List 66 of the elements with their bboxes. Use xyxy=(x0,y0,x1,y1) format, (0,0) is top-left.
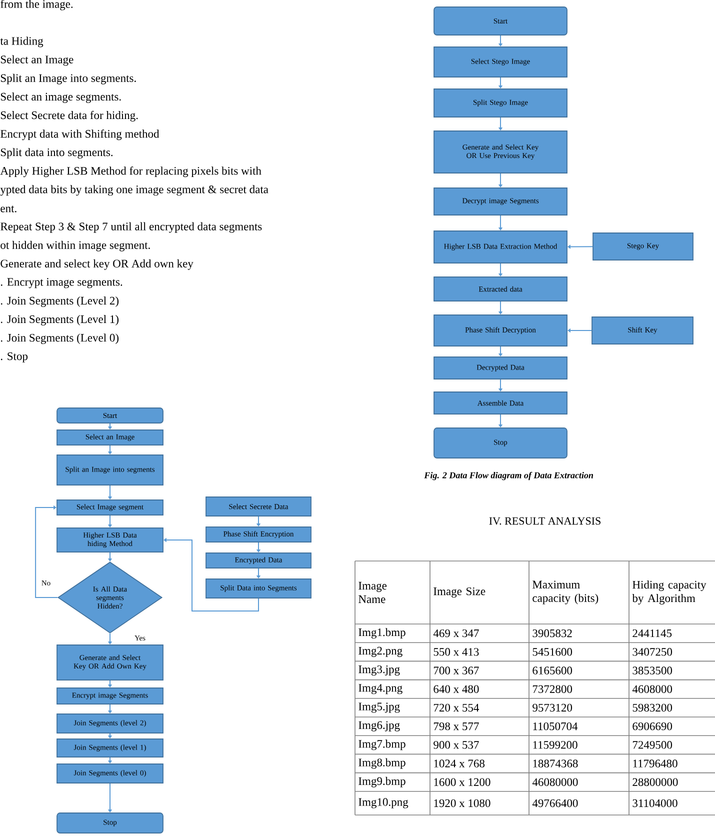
text-line: Generate and select key OR Add own key xyxy=(0,259,194,270)
text-line: . Join Segments (Level 2) xyxy=(0,296,119,307)
arrow xyxy=(35,505,58,598)
table-cell: 550 x 413 xyxy=(434,648,479,656)
figure-caption: Fig. 2 Data Flow diagram of Data Extraction xyxy=(424,472,594,480)
text-line: ent. xyxy=(0,206,16,212)
table-cell: 9573120 xyxy=(532,704,572,712)
text-line: Split an Image into segments. xyxy=(0,74,136,84)
text-line: Repeat Step 3 & Step 7 until all encrypted data segments xyxy=(0,222,262,233)
table-cell: Img9.bmp xyxy=(358,776,406,788)
table-cell: 469 x 347 xyxy=(433,629,479,638)
table-cell: Img6.jpg xyxy=(358,721,400,732)
text-line: from the image. xyxy=(0,0,73,10)
table-cell: 5983200 xyxy=(632,704,672,712)
table-cell: Img4.png xyxy=(358,684,402,694)
text-line: . Join Segments (Level 1) xyxy=(0,314,119,326)
table-cell: 28800000 xyxy=(632,778,678,786)
table-cell: Img7.bmp xyxy=(358,740,406,750)
table-cell: 3853500 xyxy=(632,666,672,674)
table-cell: Img1.bmp xyxy=(358,628,406,639)
table-cell: 7249500 xyxy=(632,741,672,749)
text-line: Apply Higher LSB Method for replacing pixels bits with xyxy=(0,166,262,178)
table-cell: 18874368 xyxy=(533,760,578,768)
table-cell: 1920 x 1080 xyxy=(434,799,490,808)
text-line: ypted data bits by taking one image segment & secret data xyxy=(0,185,268,196)
text-line: . Encrypt image segments. xyxy=(0,278,122,288)
table-cell: 700 x 367 xyxy=(434,666,479,674)
text-line: Select an Image xyxy=(0,55,74,66)
header-cell: Image Size xyxy=(434,587,486,598)
table-cell: 46080000 xyxy=(532,778,578,786)
table-cell: Img2.png xyxy=(358,646,402,657)
table-cell: 49766400 xyxy=(532,799,578,808)
header-cell: Image Name xyxy=(358,582,387,604)
text-line: Split data into segments. xyxy=(0,148,113,159)
table-cell: 11599200 xyxy=(533,741,578,749)
table-cell: Img5.jpg xyxy=(358,702,400,713)
table-cell: Img8.bmp xyxy=(358,758,406,769)
table-cell: 6906690 xyxy=(632,722,672,730)
table-cell: 4608000 xyxy=(632,685,672,693)
table-cell: Img3.jpg xyxy=(358,665,400,676)
table-cell: 11796480 xyxy=(633,760,678,768)
table-cell: 640 x 480 xyxy=(434,685,479,693)
table-cell: 900 x 537 xyxy=(434,741,479,749)
table-cell: 7372800 xyxy=(532,685,572,693)
table-cell: 1600 x 1200 xyxy=(434,778,490,786)
text-line: ta Hiding xyxy=(0,36,44,48)
table-cell: Img10.png xyxy=(358,798,408,808)
table-cell: 6165600 xyxy=(532,666,572,674)
table-cell: 798 x 577 xyxy=(434,722,479,730)
section-heading: IV. RESULT ANALYSIS xyxy=(489,517,600,525)
table-cell: 720 x 554 xyxy=(434,704,480,712)
table-cell: 5451600 xyxy=(532,648,572,656)
text-line: Encrypt data with Shifting method xyxy=(0,130,160,140)
header-cell: Maximum capacity (bits) xyxy=(532,580,598,604)
header-cell: Hiding capacity by Algorithm xyxy=(632,580,706,604)
text-line: . Join Segments (Level 0) xyxy=(0,334,119,344)
text-line: ot hidden within image segment. xyxy=(0,240,150,252)
text-line: Select an image segments. xyxy=(0,92,121,103)
table-cell: 31104000 xyxy=(632,799,678,808)
text-line: Select Secrete data for hiding. xyxy=(0,110,138,122)
text-line: . Stop xyxy=(0,352,28,362)
table-cell: 3905832 xyxy=(532,629,572,638)
table-cell: 3407250 xyxy=(632,648,672,656)
table-cell: 1024 x 768 xyxy=(434,760,485,768)
table-cell: 11050704 xyxy=(533,722,578,730)
table-cell: 2441145 xyxy=(632,629,672,638)
